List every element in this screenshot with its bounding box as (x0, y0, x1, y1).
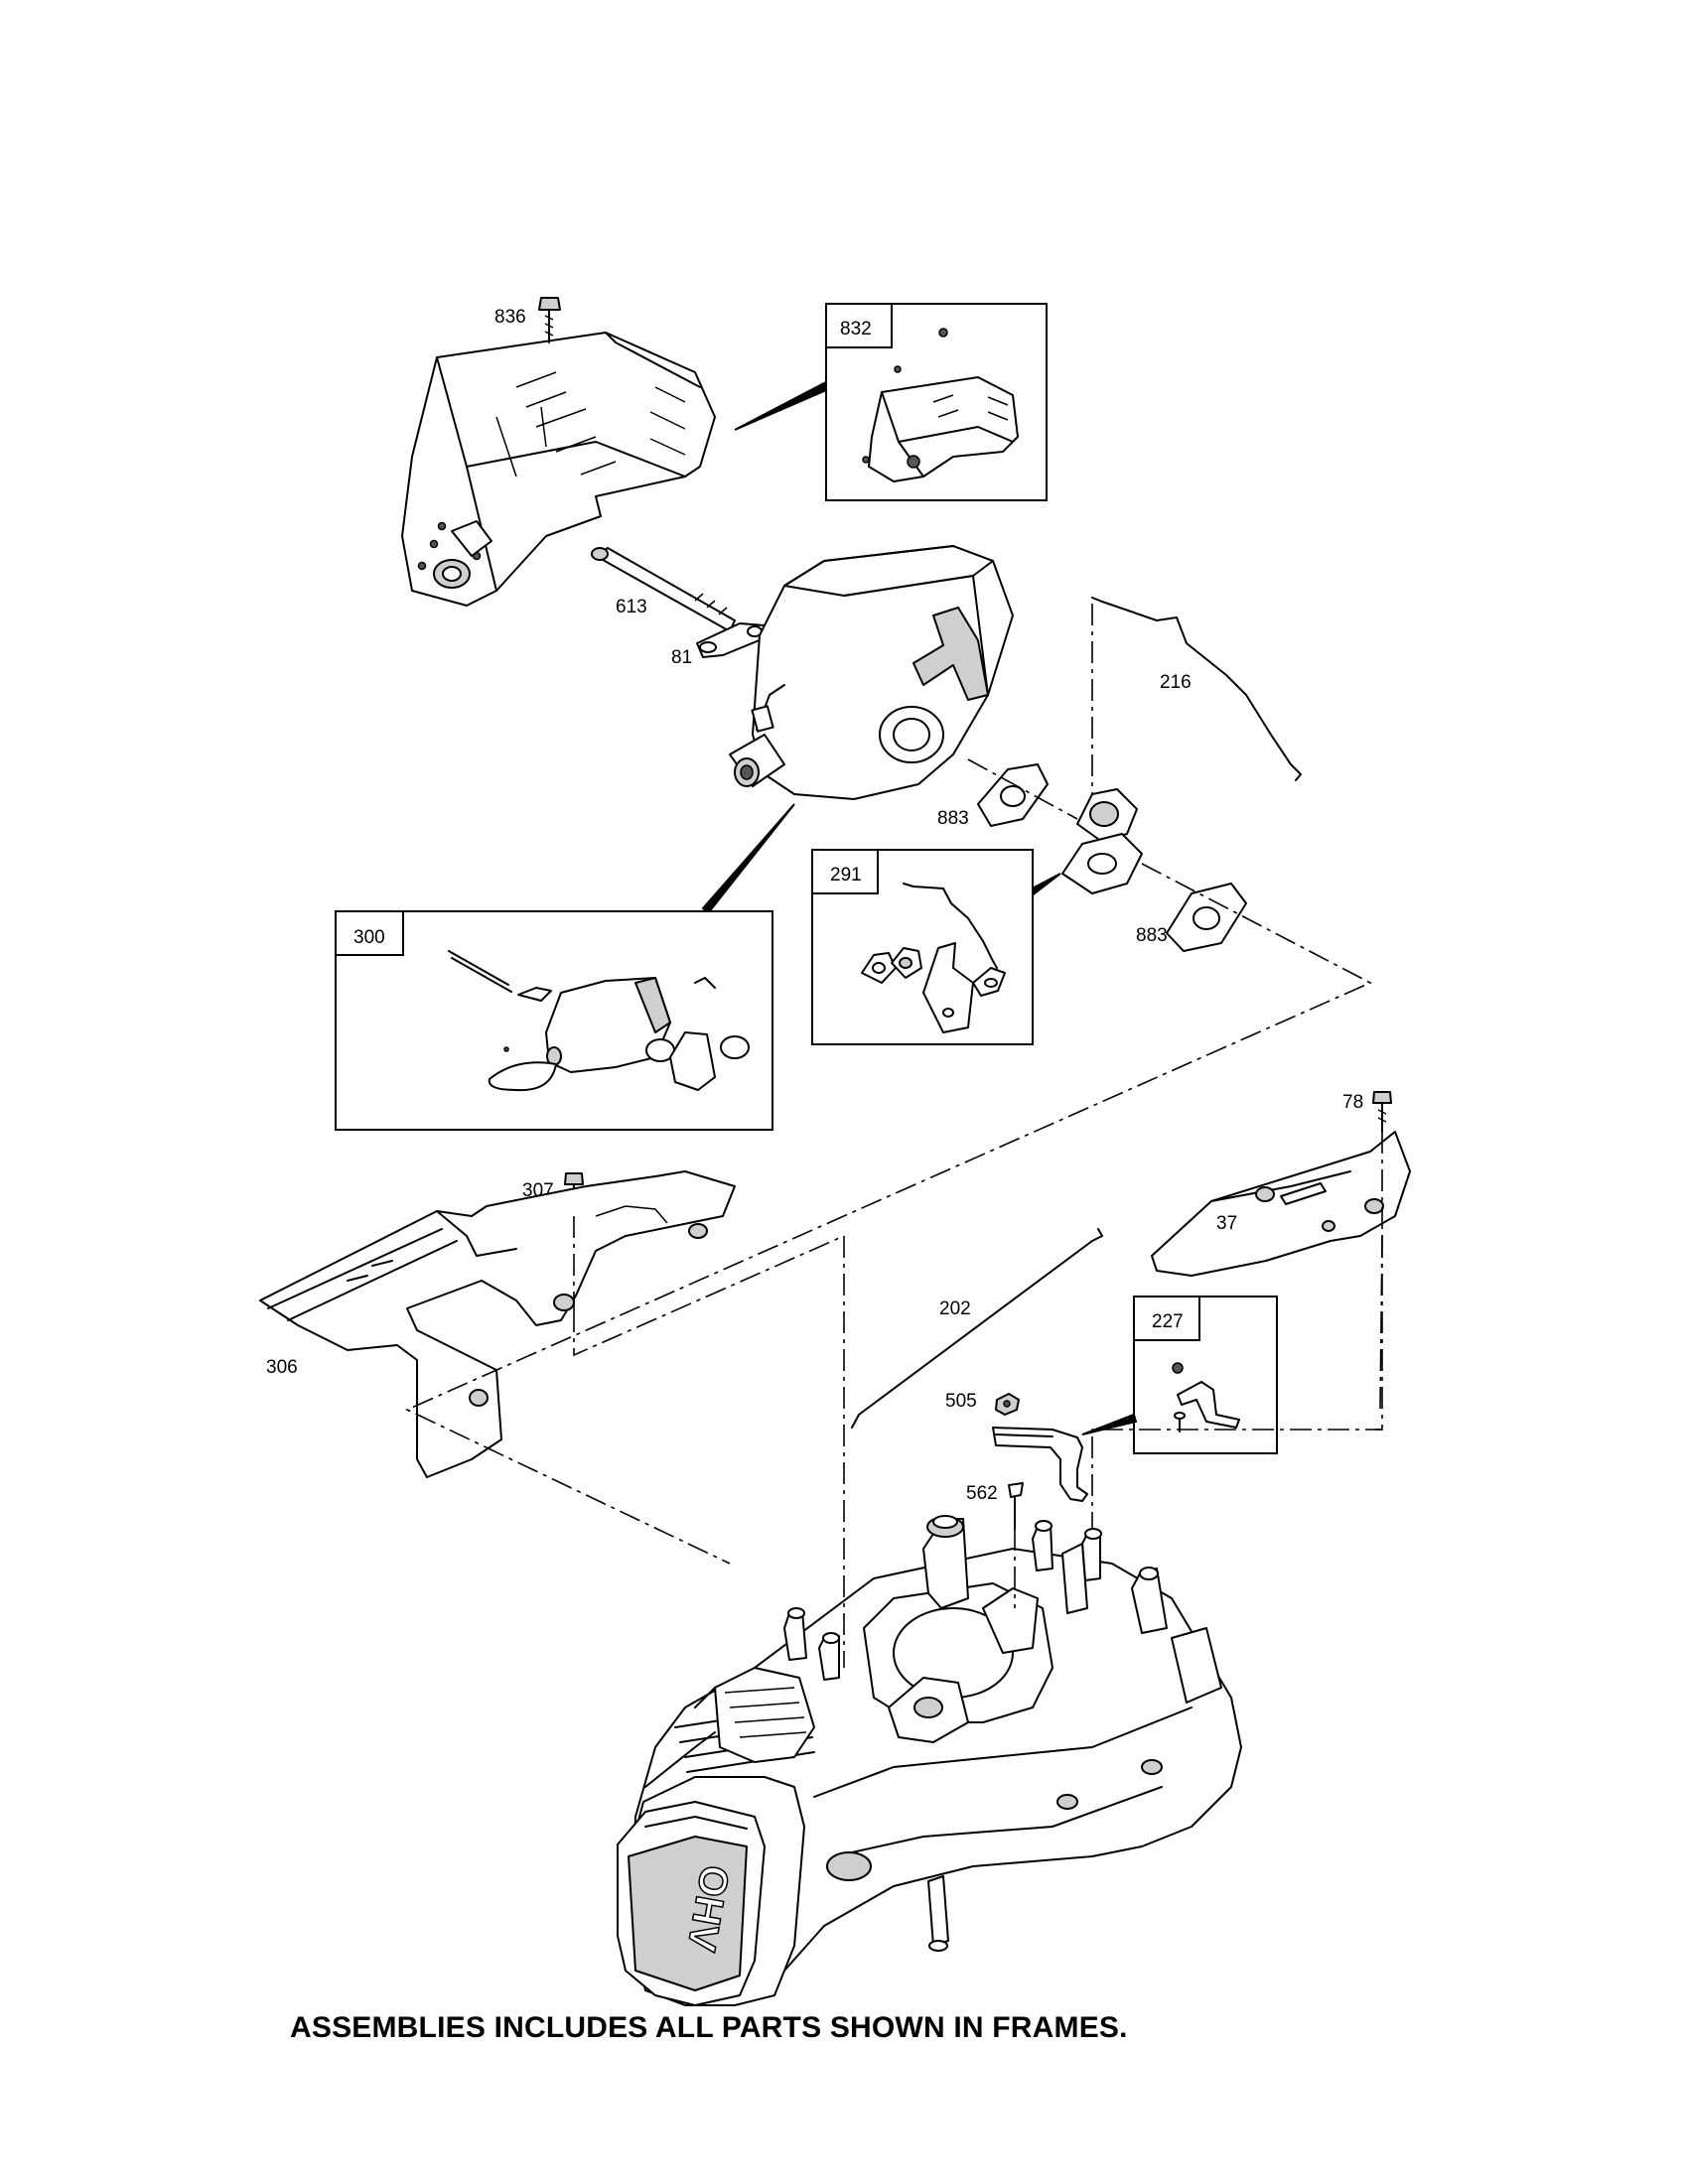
frame-label-832: 832 (840, 319, 872, 340)
leader-line-300 (701, 803, 795, 915)
part-label-78: 78 (1342, 1092, 1363, 1113)
assembly-guide-lines (405, 604, 1383, 1668)
bolt-836 (538, 297, 561, 343)
bolt-562 (1008, 1482, 1024, 1530)
muffler (729, 545, 1014, 800)
frame-label-291: 291 (830, 865, 862, 886)
governor-control-bracket-37 (1151, 1131, 1411, 1277)
exhaust-spacer (1061, 788, 1143, 894)
assembly-frame-227: 227 (1133, 1296, 1278, 1454)
part-label-613: 613 (616, 597, 647, 617)
assembly-frame-832: 832 (825, 303, 1048, 501)
exhaust-bolt-613 (591, 547, 736, 632)
assembly-frame-300: 300 (335, 910, 773, 1131)
part-label-216: 216 (1160, 672, 1192, 693)
leader-line-227 (1081, 1413, 1138, 1435)
part-label-883-upper: 883 (937, 808, 969, 829)
footer-note: ASSEMBLIES INCLUDES ALL PARTS SHOWN IN F… (290, 2011, 1128, 2044)
part-label-836: 836 (494, 307, 526, 328)
leader-line-832 (734, 381, 828, 431)
air-guide-306 (259, 1170, 736, 1478)
assembly-frame-291: 291 (811, 849, 1034, 1045)
part-label-505: 505 (945, 1391, 977, 1412)
muffler-guard (401, 332, 716, 607)
part-label-562: 562 (966, 1483, 998, 1504)
frame-label-300: 300 (353, 927, 385, 948)
exhaust-gasket-883-lower (1166, 883, 1247, 952)
nut-505 (995, 1393, 1020, 1416)
exhaust-lock-81 (696, 622, 768, 658)
governor-link-216 (1091, 597, 1302, 781)
governor-rod-202 (851, 1228, 1103, 1429)
frame-label-227: 227 (1152, 1311, 1184, 1332)
engine-block: OHV (617, 1515, 1242, 2006)
part-label-883-lower: 883 (1136, 925, 1168, 946)
part-label-37: 37 (1216, 1213, 1237, 1234)
part-label-81: 81 (671, 647, 692, 668)
exhaust-gasket-883-upper (977, 763, 1049, 827)
governor-lever (992, 1427, 1088, 1502)
part-label-202: 202 (939, 1298, 971, 1319)
part-label-306: 306 (266, 1357, 298, 1378)
bolt-78 (1372, 1091, 1392, 1133)
